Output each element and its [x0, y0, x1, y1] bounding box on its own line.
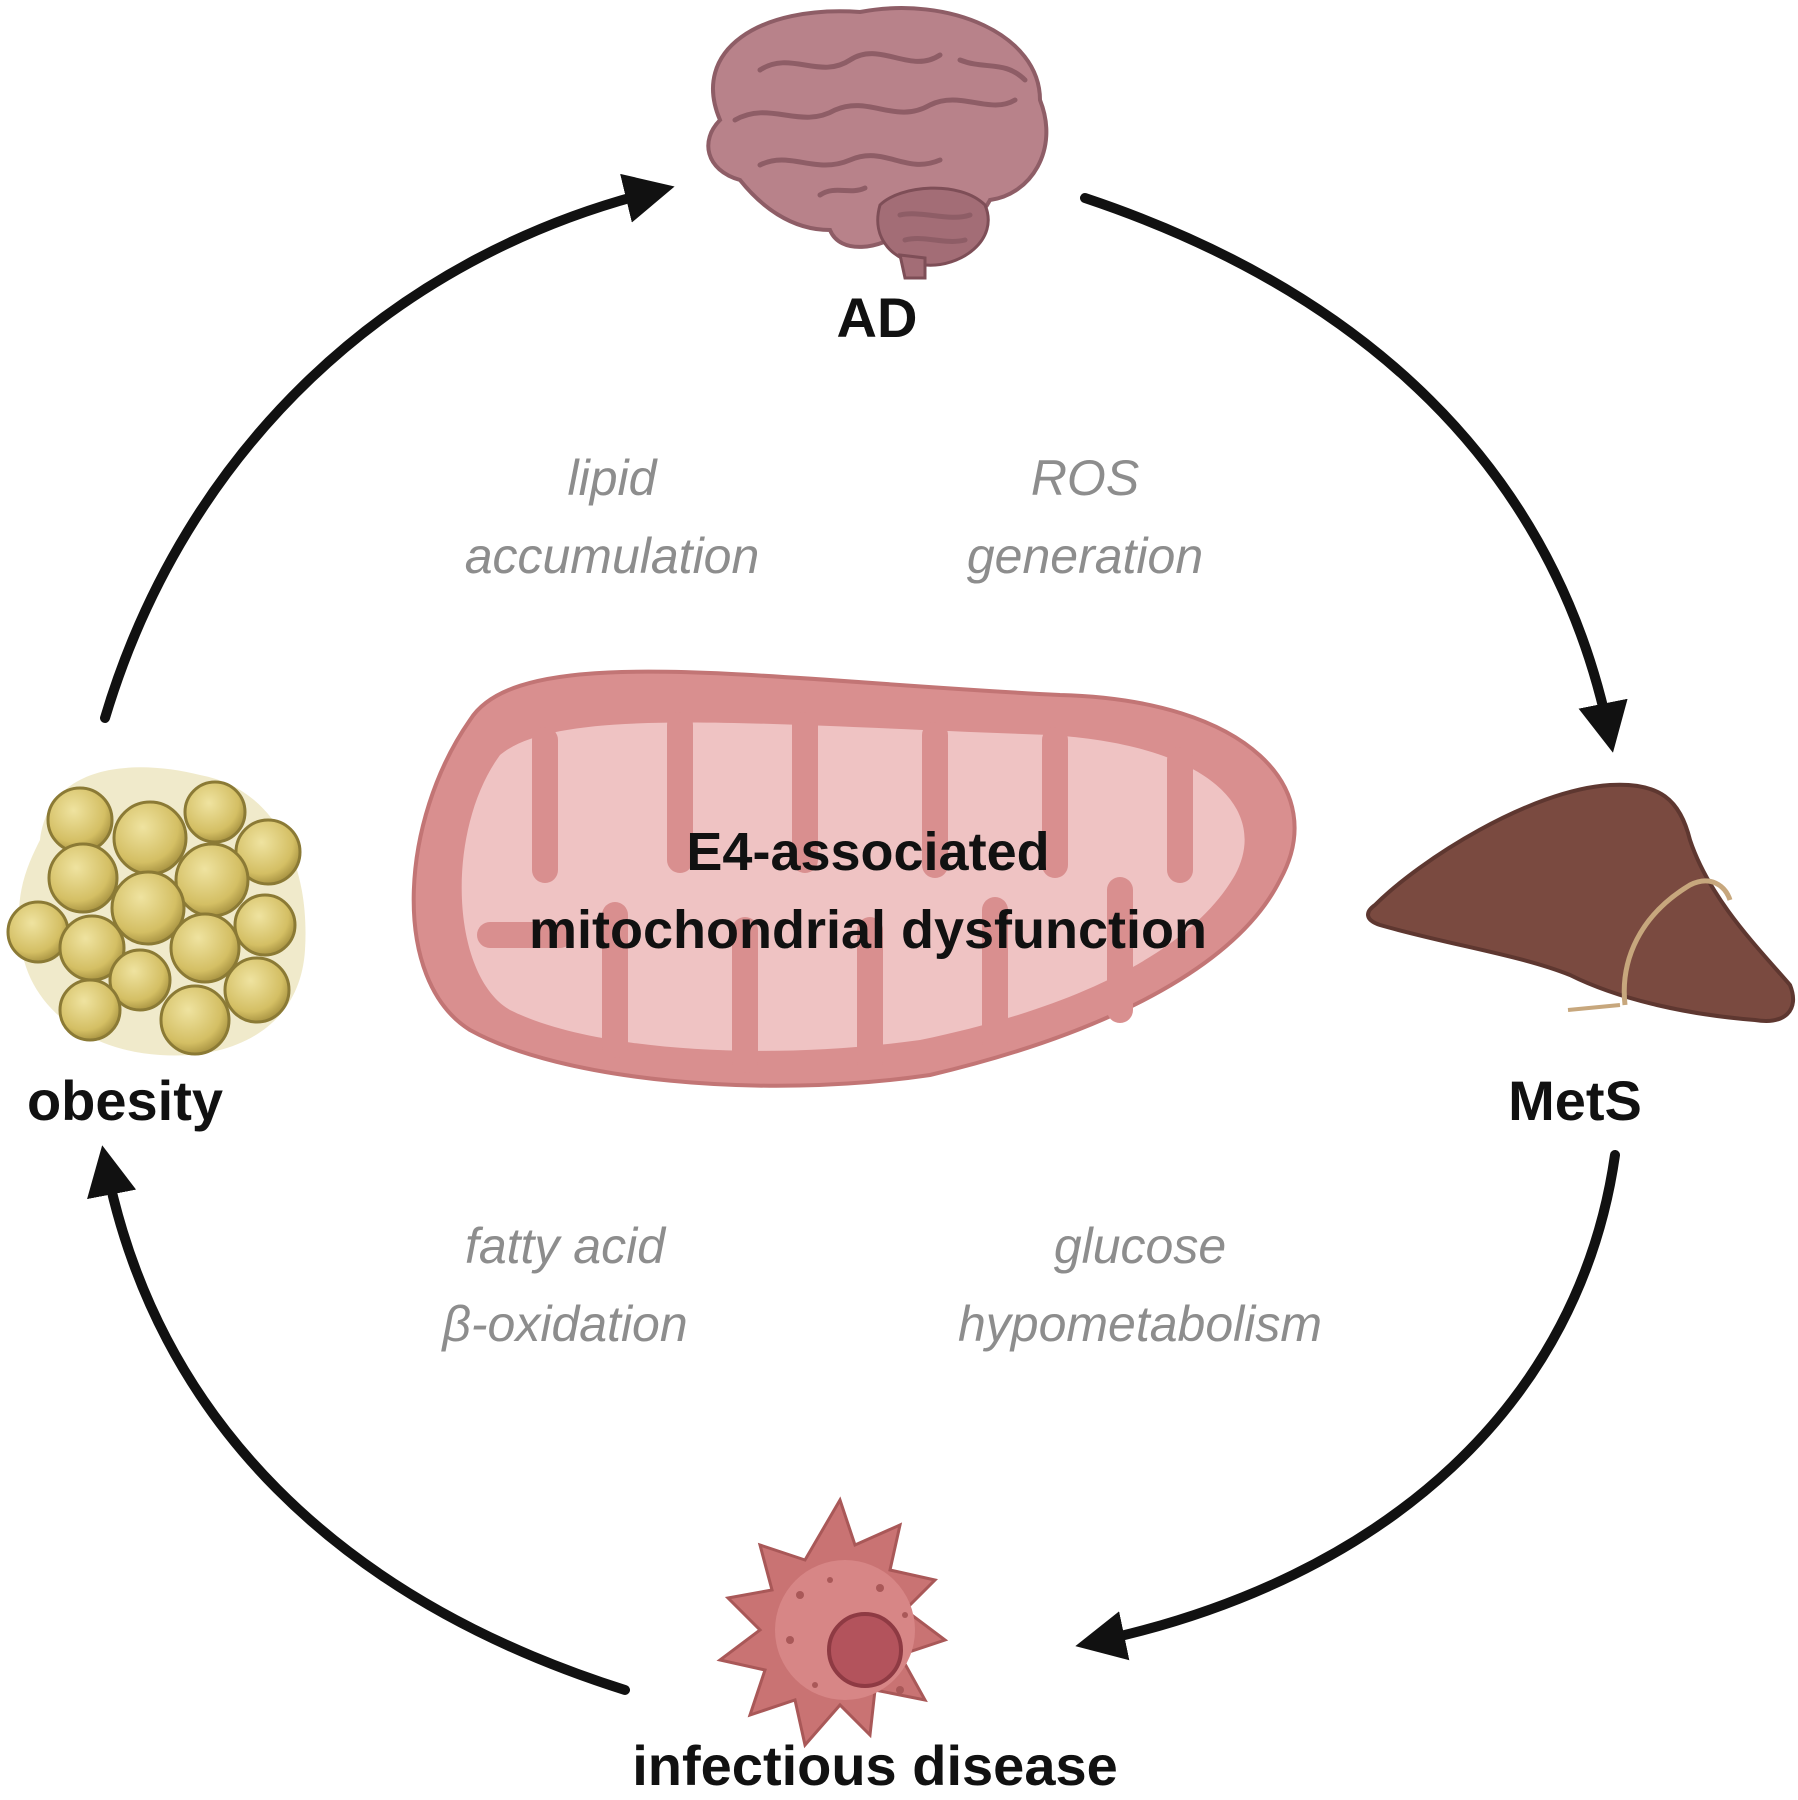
mechanism-lipid-line2: accumulation [465, 528, 760, 584]
mechanism-ros-line1: ROS [1031, 450, 1139, 506]
liver-icon [1366, 782, 1796, 1023]
mechanism-lipid-line1: lipid [568, 450, 659, 506]
center-title-line1: E4-associated [686, 822, 1049, 882]
arrow-ad-to-mets [1080, 193, 1628, 753]
arrow-obesity-to-ad [100, 173, 675, 723]
mitochondrion-icon [411, 669, 1297, 1088]
obesity-label: obesity [27, 1069, 223, 1132]
arrow-infectious-to-obesity [87, 1145, 630, 1695]
mechanism-glucose-line1: glucose [1054, 1218, 1226, 1274]
mechanism-glucose-line2: hypometabolism [958, 1296, 1322, 1352]
infectious-label: infectious disease [632, 1734, 1118, 1797]
brain-icon [706, 6, 1049, 280]
mechanism-ros-line2: generation [967, 528, 1203, 584]
arrow-mets-to-infectious [1075, 1150, 1620, 1661]
immune-cell-icon [716, 1496, 949, 1749]
ad-label: AD [837, 286, 918, 349]
center-title-line2: mitochondrial dysfunction [529, 900, 1207, 960]
mets-label: MetS [1508, 1069, 1642, 1132]
mechanism-fatty-line1: fatty acid [465, 1218, 667, 1274]
adipocyte-cluster-icon [6, 767, 306, 1056]
mechanism-fatty-line2: β-oxidation [440, 1296, 687, 1352]
